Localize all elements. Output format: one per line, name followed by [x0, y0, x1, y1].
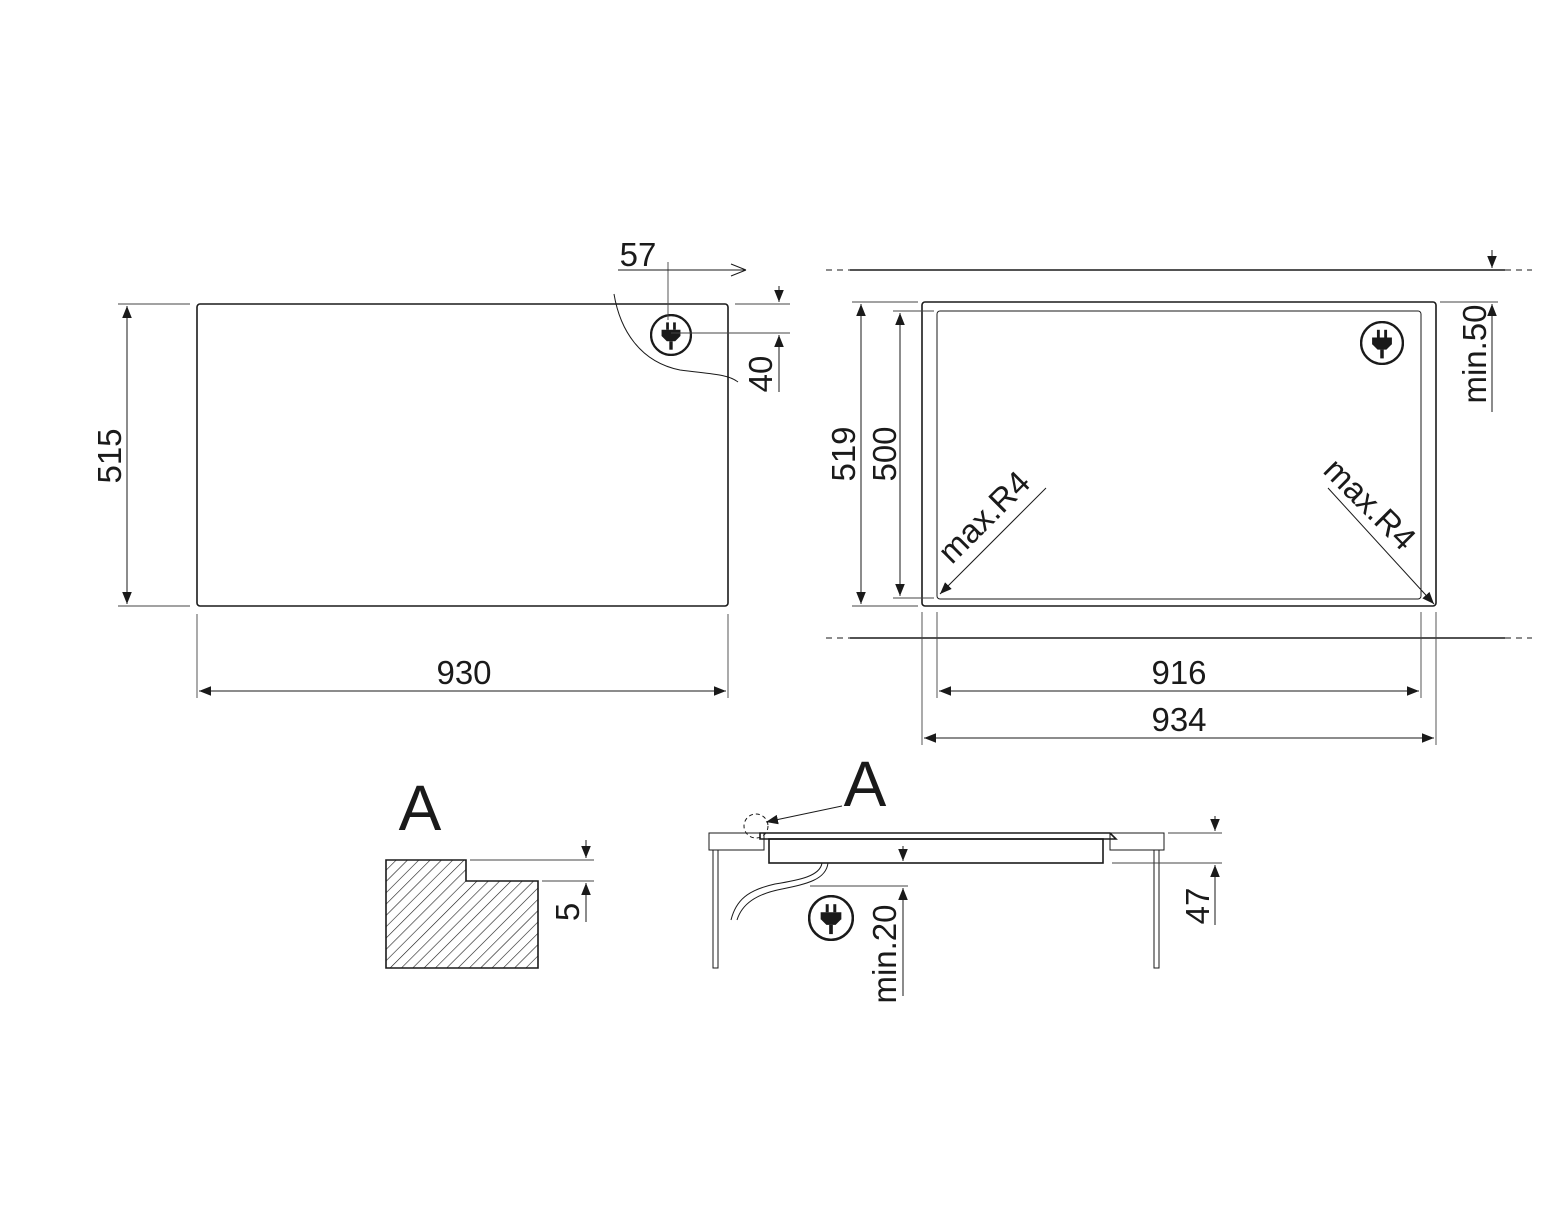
depth-label: 515: [91, 428, 128, 483]
clearance-label: min.20: [866, 904, 903, 1003]
hob-outline: [196, 303, 729, 607]
detail-title: A: [399, 772, 442, 844]
rebate-label: 5: [549, 903, 586, 921]
top-view: 515 930 57 40: [91, 236, 790, 698]
section-callout: A: [844, 748, 887, 820]
worktop-left: [708, 832, 765, 851]
detail-a: A 5: [385, 772, 594, 969]
cutout-view: 519 500 916 934 max.R4 max.R4 min.50: [825, 250, 1532, 745]
cabinet-wall-left: [712, 849, 719, 969]
cabinet-wall-right: [1153, 849, 1160, 969]
power-cable: [730, 862, 823, 921]
connection-zone-curve: [613, 293, 739, 383]
outer-depth-label: 519: [825, 426, 862, 481]
power-plug-icon: [650, 314, 692, 356]
radius-right-leader: [1327, 487, 1435, 605]
worktop-section: [385, 859, 539, 969]
inner-cutout: [936, 310, 1422, 600]
height-label: 47: [1179, 888, 1216, 925]
section-view: A min.20 47: [708, 748, 1222, 1004]
hob-glass: [759, 832, 1118, 840]
inner-width-label: 916: [1151, 654, 1206, 691]
power-plug-icon: [808, 895, 854, 941]
radius-left-leader: [939, 487, 1047, 595]
worktop-right: [1109, 832, 1165, 851]
plug-x-label: 57: [620, 236, 657, 273]
radius-right-label: max.R4: [1317, 451, 1424, 558]
hob-body: [768, 838, 1104, 864]
radius-left-label: max.R4: [931, 464, 1038, 571]
plug-y-label: 40: [742, 356, 779, 393]
width-label: 930: [436, 654, 491, 691]
power-plug-icon: [1360, 321, 1404, 365]
wall-clearance-label: min.50: [1456, 304, 1493, 403]
inner-depth-label: 500: [866, 426, 903, 481]
detail-marker: [743, 813, 769, 839]
outer-width-label: 934: [1151, 701, 1206, 738]
outer-cutout: [921, 301, 1437, 607]
